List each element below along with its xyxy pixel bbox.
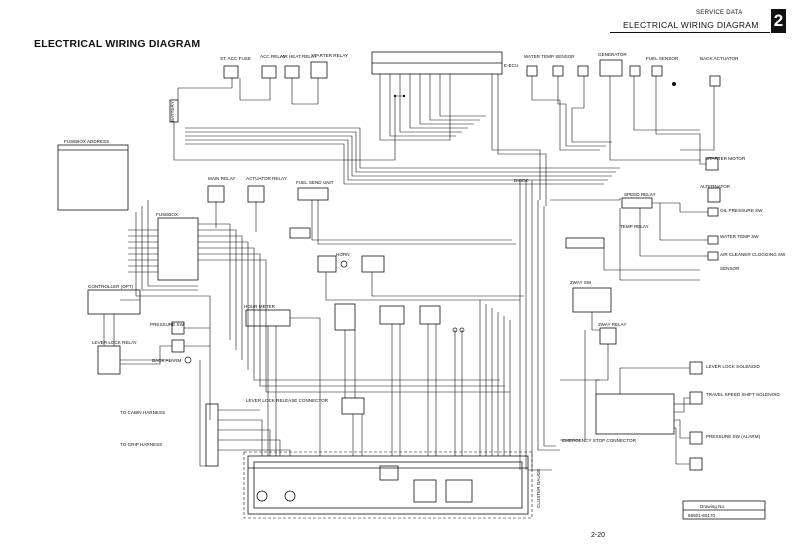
two-way-sw-label: 2WAY SW bbox=[570, 280, 592, 285]
battery-label: BATTERY bbox=[170, 101, 175, 122]
air-heat-relay-label: AIR HEAT RELAY bbox=[280, 54, 317, 59]
lever-lock-release-label: LEVER LOCK RELEASE CONNECTOR bbox=[246, 398, 329, 403]
lever-lock-relay-label: LEVER LOCK RELAY bbox=[92, 340, 137, 345]
two-way-relay-label: 2WAY RELAY bbox=[598, 322, 626, 327]
air-cleaner-sw-label: AIR CLEANER CLOGGING SW bbox=[720, 252, 786, 257]
horn-label: HORN bbox=[336, 252, 350, 257]
starter-relay-label: STARTER RELAY bbox=[311, 53, 348, 58]
diode-label: DIODE bbox=[514, 178, 529, 183]
to-grip-harness-label: TO GRIP HARNESS bbox=[120, 442, 162, 447]
fusebox-label: FUSEBOX bbox=[156, 212, 178, 217]
drawing-no-caption: Drawing No. bbox=[700, 504, 725, 509]
ecu-label: E-ECU bbox=[504, 63, 518, 68]
section-label: SERVICE DATA bbox=[696, 10, 743, 16]
oil-pressure-sw-label: OIL PRESSURE SW bbox=[720, 208, 763, 213]
cluster-gauge-label: CLUSTER GAUGE bbox=[536, 469, 541, 508]
page-number: 2-20 bbox=[591, 532, 606, 539]
generator-label: GENERATOR bbox=[598, 52, 627, 57]
cluster-gauge-outline bbox=[243, 451, 533, 519]
speed-relay-label: SPEED RELAY bbox=[624, 192, 656, 197]
pressure-sw-alarm-label: PRESSURE SW (ALARM) bbox=[706, 434, 761, 439]
temp-relay-label: TEMP RELAY bbox=[620, 224, 649, 229]
fuel-sensor-label: FUEL SENSOR bbox=[646, 56, 679, 61]
main-relay-label: MAIN RELAY bbox=[208, 176, 235, 181]
fuel-send-unit-label: FUEL SEND UNIT bbox=[296, 180, 334, 185]
page-title: ELECTRICAL WIRING DIAGRAM bbox=[34, 38, 201, 50]
hour-meter-label: HOUR METER bbox=[244, 304, 276, 309]
st-acc-fuse-label: ST. ACC FUSE bbox=[220, 56, 251, 61]
lever-lock-solenoid-label: LEVER LOCK SOLENOID bbox=[706, 364, 761, 369]
chapter-number: 2 bbox=[771, 9, 786, 33]
water-temp-sw-label: WATER TEMP SW bbox=[720, 234, 759, 239]
terminal-dots bbox=[184, 82, 676, 364]
wire-bundle bbox=[103, 74, 715, 471]
starter-motor-label: STARTER MOTOR bbox=[706, 156, 746, 161]
pressure-sw-label: PRESSURE SW bbox=[150, 322, 185, 327]
component-labels: ST. ACC FUSE ACC RELAY AIR HEAT RELAY ST… bbox=[64, 52, 786, 518]
back-alarm-label: BACK ALARM bbox=[152, 358, 182, 363]
acc-relay-label: ACC RELAY bbox=[260, 54, 286, 59]
travel-speed-solenoid-label: TRAVEL SPEED SHIFT SOLENOID bbox=[706, 392, 780, 397]
fusebox-address-label: FUSEBOX ADDRESS bbox=[64, 139, 109, 144]
sensor-label: SENSOR bbox=[720, 266, 740, 271]
back-actuator-label: BACK ACTUATOR bbox=[700, 56, 739, 61]
to-cabin-harness-label: TO CABIN HARNESS bbox=[120, 410, 165, 415]
header-divider bbox=[610, 32, 770, 33]
water-temp-sensor-label: WATER TEMP SENSOR bbox=[524, 54, 575, 59]
header-title: ELECTRICAL WIRING DIAGRAM bbox=[623, 20, 759, 30]
controller-opt-label: CONTROLLER (OPT) bbox=[88, 284, 134, 289]
alternator-label: ALTERNATOR bbox=[700, 184, 731, 189]
actuator-relay-label: ACTUATOR RELAY bbox=[246, 176, 287, 181]
emergency-stop-label: EMERGENCY STOP CONNECTOR bbox=[562, 438, 637, 443]
drawing-no-value: 65501-60170 bbox=[688, 513, 716, 518]
